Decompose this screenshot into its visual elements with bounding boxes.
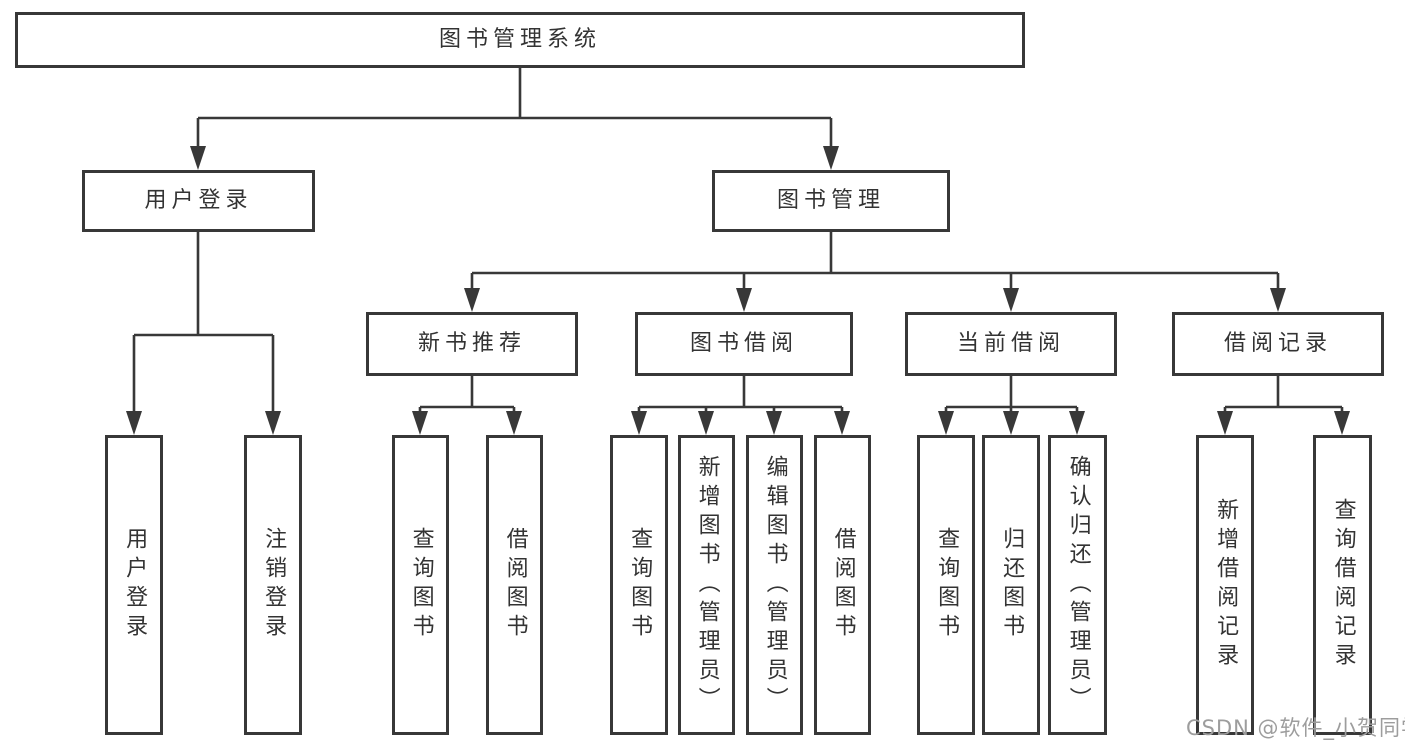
node-query-books-borrowing: 查询图书 [610, 435, 668, 735]
arrowhead-icon [190, 146, 206, 170]
csdn-watermark: CSDN @软件_小贺同学 [1186, 716, 1405, 740]
node-user-login: 用户登录 [82, 170, 315, 232]
node-label: 编辑图书（管理员） [762, 454, 788, 716]
node-query-borrow-record: 查询借阅记录 [1313, 435, 1372, 735]
arrowhead-icon [265, 411, 281, 435]
node-label: 当前借阅 [956, 331, 1065, 356]
arrowhead-icon [1003, 411, 1019, 435]
node-label: 查询借阅记录 [1330, 498, 1356, 672]
node-new-book-recommendation: 新书推荐 [366, 312, 578, 376]
arrowhead-icon [464, 288, 480, 312]
arrowhead-icon [736, 288, 752, 312]
node-label: 图书管理系统 [438, 27, 601, 52]
node-label: 图书借阅 [689, 331, 798, 356]
node-label: 用户登录 [122, 527, 148, 643]
arrowhead-icon [766, 411, 782, 435]
arrowhead-icon [1270, 288, 1286, 312]
node-label: 新增图书（管理员） [694, 454, 720, 716]
arrowhead-icon [823, 146, 839, 170]
arrowhead-icon [506, 411, 522, 435]
node-query-books-recommend: 查询图书 [392, 435, 449, 735]
arrowhead-icon [1003, 288, 1019, 312]
node-current-borrowing: 当前借阅 [905, 312, 1117, 376]
node-label: 查询图书 [934, 527, 960, 643]
node-label: 归还图书 [999, 527, 1025, 643]
node-confirm-return-admin: 确认归还（管理员） [1048, 435, 1107, 735]
node-label: 借阅记录 [1223, 331, 1332, 356]
node-borrow-books-recommend: 借阅图书 [486, 435, 543, 735]
node-label: 注销登录 [261, 527, 287, 643]
node-borrow-books-action: 借阅图书 [814, 435, 871, 735]
tree-edges [132, 68, 1344, 413]
node-label: 借阅图书 [830, 527, 856, 643]
node-add-books-admin: 新增图书（管理员） [678, 435, 735, 735]
node-return-books: 归还图书 [982, 435, 1040, 735]
arrowhead-icon [631, 411, 647, 435]
arrowhead-icon [834, 411, 850, 435]
node-book-borrowing: 图书借阅 [635, 312, 853, 376]
node-user-login-action: 用户登录 [105, 435, 163, 735]
arrowhead-icon [412, 411, 428, 435]
node-label: 查询图书 [627, 527, 653, 643]
arrowhead-icon [1217, 411, 1233, 435]
node-label: 用户登录 [144, 188, 253, 213]
node-edit-books-admin: 编辑图书（管理员） [746, 435, 803, 735]
arrowhead-icon [698, 411, 714, 435]
node-label: 新书推荐 [417, 331, 526, 356]
arrowhead-icon [1334, 411, 1350, 435]
node-borrowing-records: 借阅记录 [1172, 312, 1384, 376]
node-logout-action: 注销登录 [244, 435, 302, 735]
node-label: 确认归还（管理员） [1065, 454, 1091, 716]
node-label: 查询图书 [408, 527, 434, 643]
node-book-management: 图书管理 [712, 170, 950, 232]
arrowhead-icon [1069, 411, 1085, 435]
node-label: 图书管理 [776, 188, 885, 213]
node-library-management-system: 图书管理系统 [15, 12, 1025, 68]
node-label: 借阅图书 [502, 527, 528, 643]
arrowhead-icon [126, 411, 142, 435]
node-add-borrow-record: 新增借阅记录 [1196, 435, 1254, 735]
arrowhead-icon [938, 411, 954, 435]
arrowheads [126, 146, 1350, 435]
node-query-books-current: 查询图书 [917, 435, 975, 735]
node-label: 新增借阅记录 [1213, 498, 1239, 672]
